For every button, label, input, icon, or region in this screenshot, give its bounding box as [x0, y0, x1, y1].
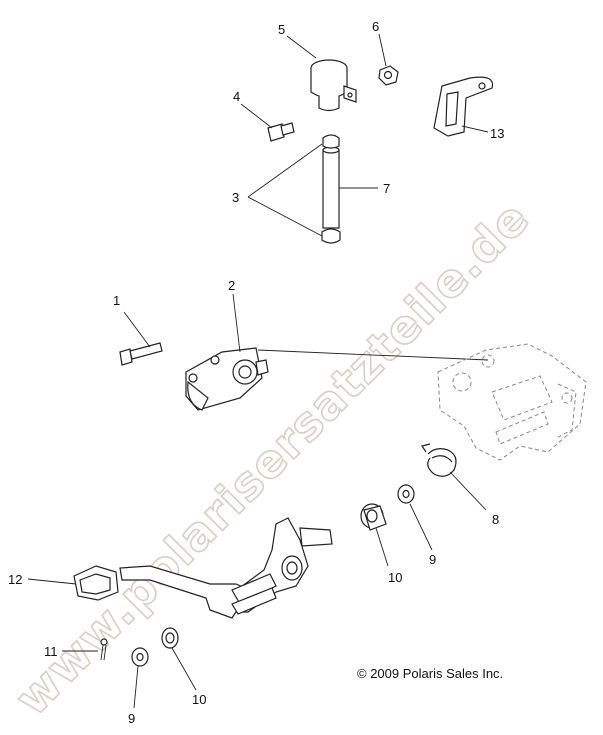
callout-9-upper: 9	[429, 552, 436, 567]
clamp-bottom-part	[321, 228, 341, 244]
callout-8: 8	[492, 512, 499, 527]
frame-outline	[437, 343, 587, 461]
bracket-part	[433, 76, 494, 137]
bushing-upper-part	[360, 503, 387, 531]
callout-11: 11	[44, 644, 58, 659]
hose-part	[322, 146, 340, 229]
callout-2: 2	[228, 278, 235, 293]
reservoir-part	[310, 59, 357, 112]
watermark-text: www.polarisersatzteile.de	[5, 191, 540, 726]
callout-1: 1	[113, 293, 120, 308]
pivot-bolt-part	[119, 342, 163, 366]
leader-lines	[27, 33, 489, 709]
cotter-pin-part	[100, 638, 108, 661]
copyright-text: © 2009 Polaris Sales Inc.	[357, 666, 503, 681]
washer-upper-part	[397, 484, 415, 504]
spring-part	[421, 443, 457, 477]
callout-3: 3	[232, 190, 239, 205]
callout-10-lower: 10	[192, 692, 206, 707]
callout-6: 6	[372, 19, 379, 34]
bolt-part	[267, 122, 295, 142]
clamp-top-part	[322, 134, 340, 149]
callout-13: 13	[490, 126, 504, 141]
callout-9-lower: 9	[128, 711, 135, 726]
callout-12: 12	[8, 572, 22, 587]
brake-pedal-part	[73, 517, 333, 619]
master-cylinder-part	[185, 347, 269, 411]
callout-7: 7	[383, 181, 390, 196]
bushing-lower-part	[161, 627, 179, 649]
nut-part	[378, 65, 399, 86]
callout-4: 4	[233, 89, 240, 104]
callout-5: 5	[278, 22, 285, 37]
callout-10-upper: 10	[388, 570, 402, 585]
washer-lower-part	[131, 647, 149, 667]
